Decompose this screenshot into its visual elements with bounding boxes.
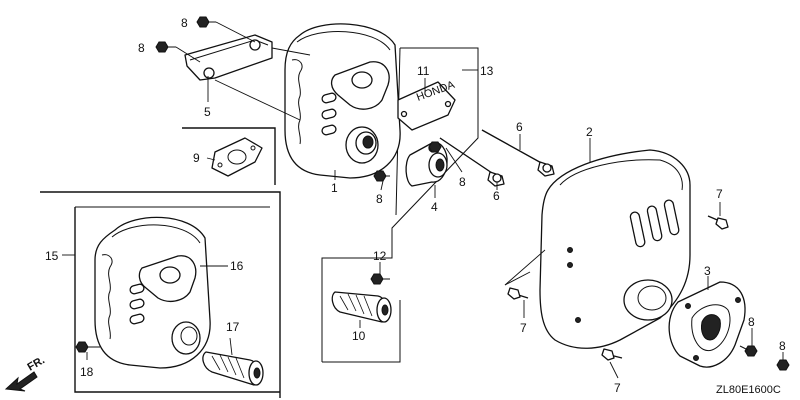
screw-8-mid (373, 170, 390, 182)
screw-12 (370, 273, 390, 285)
bolt-7-left (507, 287, 529, 300)
callout-5: 5 (204, 105, 211, 119)
gasket (211, 137, 263, 177)
callout-16: 16 (230, 259, 244, 273)
callout-17: 17 (226, 320, 240, 334)
callout-7-left: 7 (520, 321, 527, 335)
heat-plate: HONDA (397, 79, 457, 131)
screw-18 (75, 341, 100, 353)
box13-bottom (322, 300, 401, 363)
callout-7-right: 7 (716, 187, 723, 201)
bolt-7-bottom (601, 348, 623, 361)
callout-12: 12 (373, 249, 387, 263)
callout-13: 13 (480, 64, 494, 78)
callout-8-mid: 8 (376, 192, 383, 206)
callout-8-edge: 8 (779, 339, 786, 353)
screw-8-top (196, 16, 216, 28)
spark-screen-17 (202, 351, 264, 386)
callout-18: 18 (80, 365, 94, 379)
screw-8-deflector (739, 345, 758, 357)
screw-8-arrester (428, 141, 442, 153)
muffler-protector (539, 149, 691, 349)
callout-11: 11 (417, 64, 430, 78)
callout-8-left: 8 (138, 41, 145, 55)
callout-6-upper: 6 (516, 120, 523, 134)
callout-15: 15 (45, 249, 59, 263)
spark-arrester (405, 141, 448, 187)
callout-8-deflector: 8 (748, 315, 755, 329)
variant-outer-frame (40, 191, 281, 398)
screw-8-edge (776, 359, 790, 371)
callout-6-lower: 6 (493, 189, 500, 203)
box13-frame (321, 47, 479, 362)
callout-2: 2 (586, 125, 593, 139)
muffler-bracket (184, 34, 273, 81)
gasket-frame (182, 127, 276, 185)
screws (75, 16, 790, 371)
callout-8-top: 8 (181, 16, 188, 30)
long-bolts (439, 129, 555, 187)
exhaust-deflector (668, 281, 746, 368)
callout-1: 1 (331, 181, 338, 195)
spark-screen-10 (331, 291, 392, 323)
callout-9: 9 (193, 151, 200, 165)
direction-label: FR. (26, 354, 47, 373)
muffler-body (284, 23, 401, 179)
callout-8-arrester: 8 (459, 175, 466, 189)
callouts: 8 8 5 9 1 11 13 8 4 8 6 6 2 7 3 8 8 7 7 … (45, 16, 786, 395)
callout-7-bottom: 7 (614, 381, 621, 395)
variant-muffler (94, 216, 211, 369)
callout-10: 10 (352, 329, 366, 343)
callout-4: 4 (431, 200, 438, 214)
front-direction-arrow: FR. (4, 354, 47, 392)
leader-lines (62, 21, 784, 379)
variant-inner-frame (74, 207, 280, 393)
screw-8-left (155, 41, 176, 53)
arrow-icon (4, 371, 38, 392)
bolt-7-right (707, 215, 729, 230)
callout-3: 3 (704, 264, 711, 278)
diagram-code: ZL80E1600C (716, 384, 781, 396)
